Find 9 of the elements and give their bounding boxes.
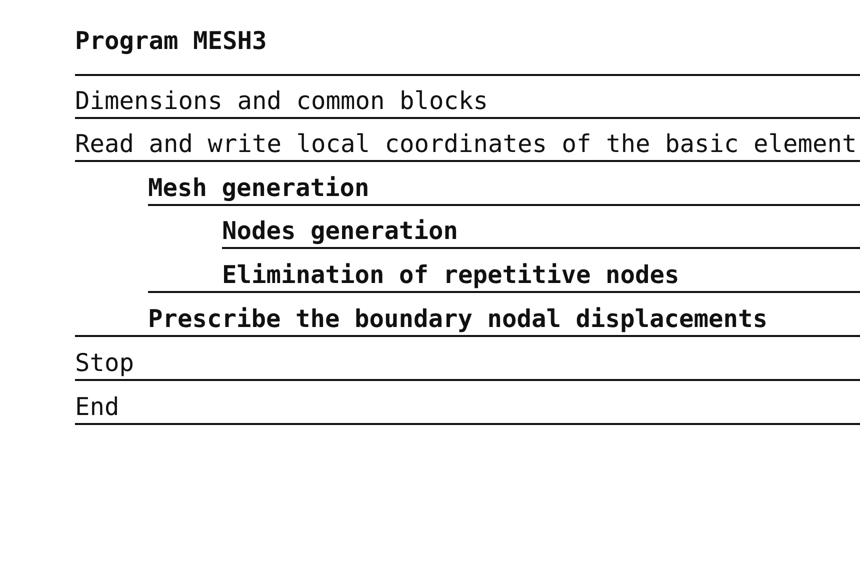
step-label: End <box>75 392 120 421</box>
step-label: Elimination of repetitive nodes <box>222 260 680 289</box>
step-label: Read and write local coordinates of the basic element <box>75 129 857 158</box>
block-heading: Mesh generation <box>148 173 370 202</box>
step-label: Prescribe the boundary nodal displacements <box>148 304 768 333</box>
step-label: Nodes generation <box>222 216 458 245</box>
step-label: Stop <box>75 348 134 377</box>
step-label: Dimensions and common blocks <box>75 86 488 115</box>
title: Program MESH3 <box>75 26 267 55</box>
